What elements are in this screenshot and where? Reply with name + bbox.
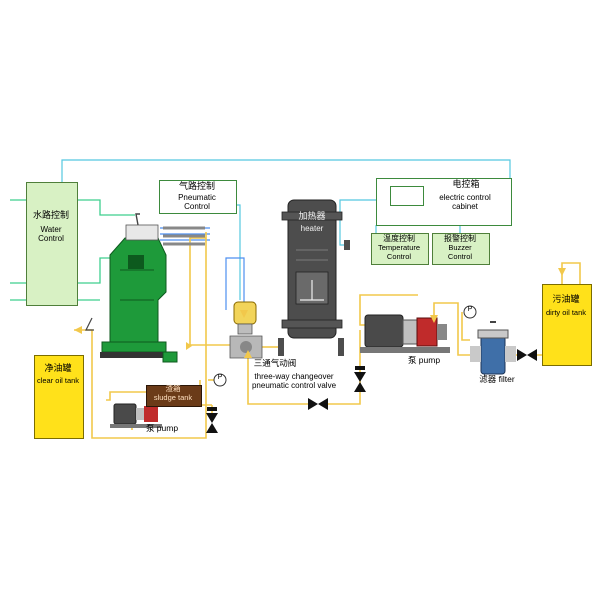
water-control-cn-label: 水路控制 xyxy=(32,211,69,221)
buzzer-cn-label: 报警控制 xyxy=(444,234,476,243)
dirty-tank-en-label: dirty oil tank xyxy=(545,308,587,317)
temperature-en-label: Temperature Control xyxy=(377,243,421,261)
heater-cn-label: 加热器 xyxy=(298,212,326,222)
valve-en-label: three-way changeover pneumatic control v… xyxy=(251,372,337,391)
dirty-tank-cn-label: 污油罐 xyxy=(552,295,580,305)
pressure-gauges xyxy=(213,305,477,387)
clear-oil-tank xyxy=(34,355,84,439)
electric-en-label: electric control cabinet xyxy=(439,193,491,212)
sludge-tank xyxy=(146,385,202,407)
gauge-p-label-left: P xyxy=(217,374,223,381)
heater-vessel xyxy=(278,199,350,356)
pneumatic-en-label: Pneumatic Control xyxy=(178,193,216,212)
temperature-cn-label: 温度控制 xyxy=(383,234,415,243)
flow-arrows xyxy=(74,268,566,358)
pneumatic-control-box xyxy=(159,180,237,214)
buzzer-control-box xyxy=(432,233,490,265)
temperature-control-box xyxy=(371,233,429,265)
water-control-en-label: Water Control xyxy=(38,225,64,244)
gauge-p-label-right: P xyxy=(467,306,473,313)
air-lines xyxy=(160,227,245,310)
clear-tank-en-label: clear oil tank xyxy=(36,376,80,385)
pneumatic-cn-label: 气路控制 xyxy=(178,182,215,192)
buzzer-en-label: Buzzer Control xyxy=(447,243,473,261)
filter-unit xyxy=(470,321,516,375)
water-control-box xyxy=(26,182,78,306)
valve-cn-label: 三通气动阀 xyxy=(253,359,297,369)
cabinet-display xyxy=(390,186,424,206)
heater-en-label: heater xyxy=(300,224,324,233)
clear-tank-cn-label: 净油罐 xyxy=(44,364,72,374)
electric-cn-label: 电控箱 xyxy=(452,180,480,190)
check-valves xyxy=(206,349,537,433)
pump-left xyxy=(110,403,162,428)
dirty-oil-tank xyxy=(542,284,592,366)
filter-label: 滤器 filter xyxy=(479,374,515,384)
sludge-cn-label: 渣箱 xyxy=(165,384,181,393)
separator-machine xyxy=(85,213,205,363)
pump-right-label: 泵 pump xyxy=(407,355,441,365)
pump-right xyxy=(360,314,450,353)
pump-left-label: 泵 pump xyxy=(145,423,179,433)
sludge-en-label: sludge tank xyxy=(153,393,193,402)
